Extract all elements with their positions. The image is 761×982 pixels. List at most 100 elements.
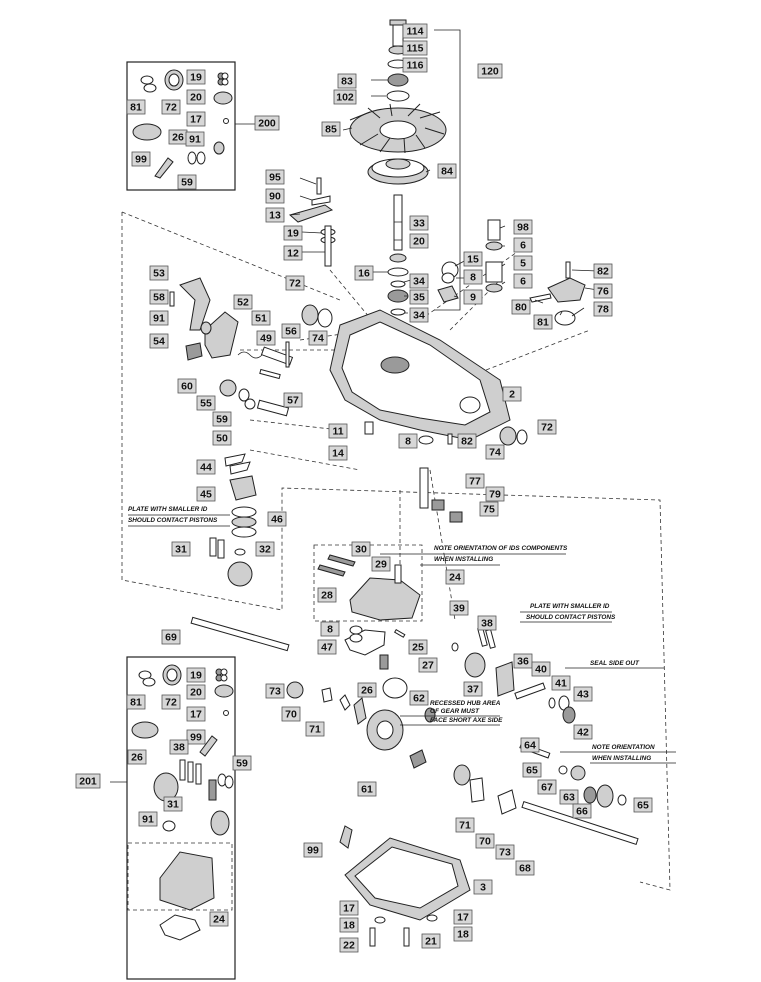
callout-c71a: 71 [305, 721, 325, 737]
callout-c25: 25 [408, 639, 428, 655]
callout-c54-text: 54 [153, 336, 165, 348]
callout-c43-text: 43 [577, 689, 589, 701]
callout-c40-text: 40 [535, 664, 547, 676]
callout-c6a: 6 [513, 237, 533, 253]
callout-c63: 63 [559, 789, 579, 805]
callout-k201_id: 201 [75, 773, 101, 789]
callout-c91a-text: 91 [153, 313, 165, 325]
callout-c65b: 65 [633, 797, 653, 813]
callout-c74b-text: 74 [489, 447, 501, 459]
callout-c15a: 15 [463, 251, 483, 267]
callout-c54: 54 [149, 333, 169, 349]
callout-c76-text: 76 [597, 286, 609, 298]
callout-c70a-text: 70 [285, 709, 297, 721]
callout-c39: 39 [449, 600, 469, 616]
callout-c82a-text: 82 [597, 266, 609, 278]
callout-c99a: 99 [303, 842, 323, 858]
callout-c8b-text: 8 [405, 436, 411, 448]
callout-c47-text: 47 [321, 642, 333, 654]
callout-c99a-text: 99 [307, 845, 319, 857]
callout-c116-text: 116 [407, 60, 424, 72]
callout-c2-text: 2 [509, 389, 515, 401]
callout-c73a: 73 [265, 683, 285, 699]
callout-c34a: 34 [409, 273, 429, 289]
callout-c46-text: 46 [271, 514, 283, 526]
callout-c120: 120 [477, 63, 503, 79]
callout-c68-text: 68 [519, 863, 531, 875]
callout-c62: 62 [409, 690, 429, 706]
callout-c69: 69 [161, 629, 181, 645]
callout-k200_81-text: 81 [130, 102, 142, 114]
notes: PLATE WITH SMALLER ID SHOULD CONTACT PIS… [128, 506, 676, 764]
callout-c40: 40 [531, 661, 551, 677]
callout-c32: 32 [255, 541, 275, 557]
kit-200-parts [132, 69, 233, 179]
callout-k200_id-text: 200 [258, 118, 276, 130]
callout-c37-text: 37 [467, 684, 479, 696]
callout-k201_26-text: 26 [131, 752, 143, 764]
note-hub-3: FACE SHORT AXE SIDE [430, 717, 503, 724]
callout-c36-text: 36 [517, 656, 529, 668]
callout-c37: 37 [463, 681, 483, 697]
callout-c36: 36 [513, 653, 533, 669]
callout-k200_99: 99 [131, 151, 151, 167]
callout-k201_38: 38 [169, 739, 189, 755]
note-ids-2: WHEN INSTALLING [434, 556, 493, 563]
callout-c17a-text: 17 [343, 903, 355, 915]
callout-c9: 9 [463, 289, 483, 305]
callout-c80: 80 [511, 299, 531, 315]
callout-c8c: 8 [320, 621, 340, 637]
callout-c120-text: 120 [481, 66, 499, 78]
callout-c80-text: 80 [515, 302, 527, 314]
callout-c29: 29 [371, 556, 391, 572]
callout-k200_26-text: 26 [172, 132, 184, 144]
callout-c45: 45 [196, 486, 216, 502]
callout-c85: 85 [321, 121, 341, 137]
callout-c64-text: 64 [524, 740, 536, 752]
callout-c11: 11 [328, 423, 348, 439]
callout-c38a: 38 [477, 615, 497, 631]
kit-201-parts [127, 664, 234, 941]
callout-c22-text: 22 [343, 940, 355, 952]
note-orient-2: WHEN INSTALLING [592, 755, 651, 762]
callout-c41: 41 [551, 675, 571, 691]
callout-c29-text: 29 [375, 559, 387, 571]
callout-c70a: 70 [281, 706, 301, 722]
callout-k201_99-text: 99 [190, 732, 202, 744]
callout-c18a-text: 18 [343, 920, 355, 932]
callout-c71b-text: 71 [459, 820, 471, 832]
left-shaft-parts [169, 277, 333, 417]
callout-c84-text: 84 [441, 166, 453, 178]
note-seal-side: SEAL SIDE OUT [590, 660, 640, 667]
callout-c79-text: 79 [489, 489, 501, 501]
callout-k201_81: 81 [126, 694, 146, 710]
callout-c57-text: 57 [287, 395, 299, 407]
callout-k201_72-text: 72 [165, 697, 177, 709]
callout-k201_17: 17 [186, 706, 206, 722]
callout-k200_72: 72 [161, 99, 181, 115]
callout-c59a: 59 [212, 411, 232, 427]
callout-c73b-text: 73 [499, 847, 511, 859]
callout-k200_26: 26 [168, 129, 188, 145]
callout-c49-text: 49 [260, 333, 272, 345]
callout-k201_99: 99 [186, 729, 206, 745]
callout-c35: 35 [409, 289, 429, 305]
transaxle-housing [329, 309, 528, 523]
callout-c115: 115 [402, 40, 428, 56]
callout-c52: 52 [233, 294, 253, 310]
callout-k200_20: 20 [186, 89, 206, 105]
callout-c42: 42 [573, 724, 593, 740]
callout-c65b-text: 65 [637, 800, 649, 812]
callout-c50: 50 [212, 430, 232, 446]
callout-c28: 28 [317, 587, 337, 603]
callout-120-bracket [434, 29, 461, 311]
callout-c79: 79 [485, 486, 505, 502]
callout-k201_31-text: 31 [167, 799, 179, 811]
callout-c114: 114 [402, 23, 428, 39]
callout-c16: 16 [354, 265, 374, 281]
callout-c72a: 72 [285, 275, 305, 291]
callout-k201_24: 24 [209, 911, 229, 927]
callout-c81a-text: 81 [537, 317, 549, 329]
callout-c31a: 31 [171, 541, 191, 557]
